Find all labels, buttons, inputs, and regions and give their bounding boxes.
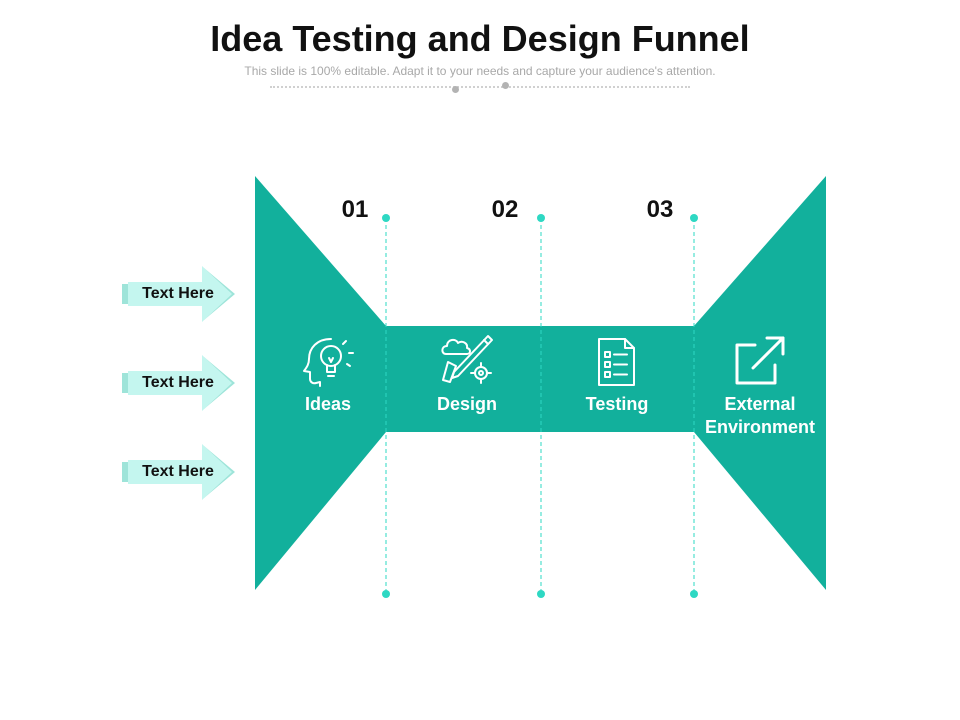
decorative-dot — [452, 86, 459, 93]
stage-label-design: Design — [436, 394, 497, 414]
stage-label-external-environment: External Environment — [695, 393, 825, 439]
head-lightbulb-icon — [303, 338, 354, 387]
step-marker-dot — [690, 590, 698, 598]
step-marker-dot — [382, 214, 390, 222]
arrow-tag-shape — [122, 266, 235, 322]
step-number-2: 02 — [491, 196, 519, 223]
step-number-3: 03 — [646, 196, 674, 223]
design-tools-icon — [441, 335, 493, 384]
step-number-1: 01 — [341, 196, 369, 223]
step-marker-dot — [382, 590, 390, 598]
checklist-document-icon — [598, 338, 635, 386]
arrow-tag-label: Text Here — [142, 374, 214, 391]
side-arrow-tag: Text Here — [118, 444, 238, 500]
arrow-tag-shape — [122, 444, 235, 500]
external-link-icon — [735, 336, 785, 385]
step-marker-dot — [537, 590, 545, 598]
decorative-divider — [270, 86, 690, 88]
page-title: Idea Testing and Design Funnel — [210, 18, 750, 59]
arrow-tag-label: Text Here — [142, 463, 214, 480]
step-marker-dot — [537, 214, 545, 222]
arrow-tag-label: Text Here — [142, 285, 214, 302]
side-arrow-tag: Text Here — [118, 355, 238, 411]
stage-label-testing: Testing — [585, 394, 649, 414]
step-marker-dot — [690, 214, 698, 222]
stage-label-line: Environment — [704, 417, 815, 437]
page-subtitle: This slide is 100% editable. Adapt it to… — [244, 64, 716, 78]
arrow-tag-shape — [122, 355, 235, 411]
funnel-center-band — [384, 326, 696, 432]
side-arrow-tag: Text Here — [118, 266, 238, 322]
decorative-dot — [502, 82, 509, 89]
stage-label-line: External — [724, 394, 796, 414]
stage-label-ideas: Ideas — [304, 394, 352, 414]
